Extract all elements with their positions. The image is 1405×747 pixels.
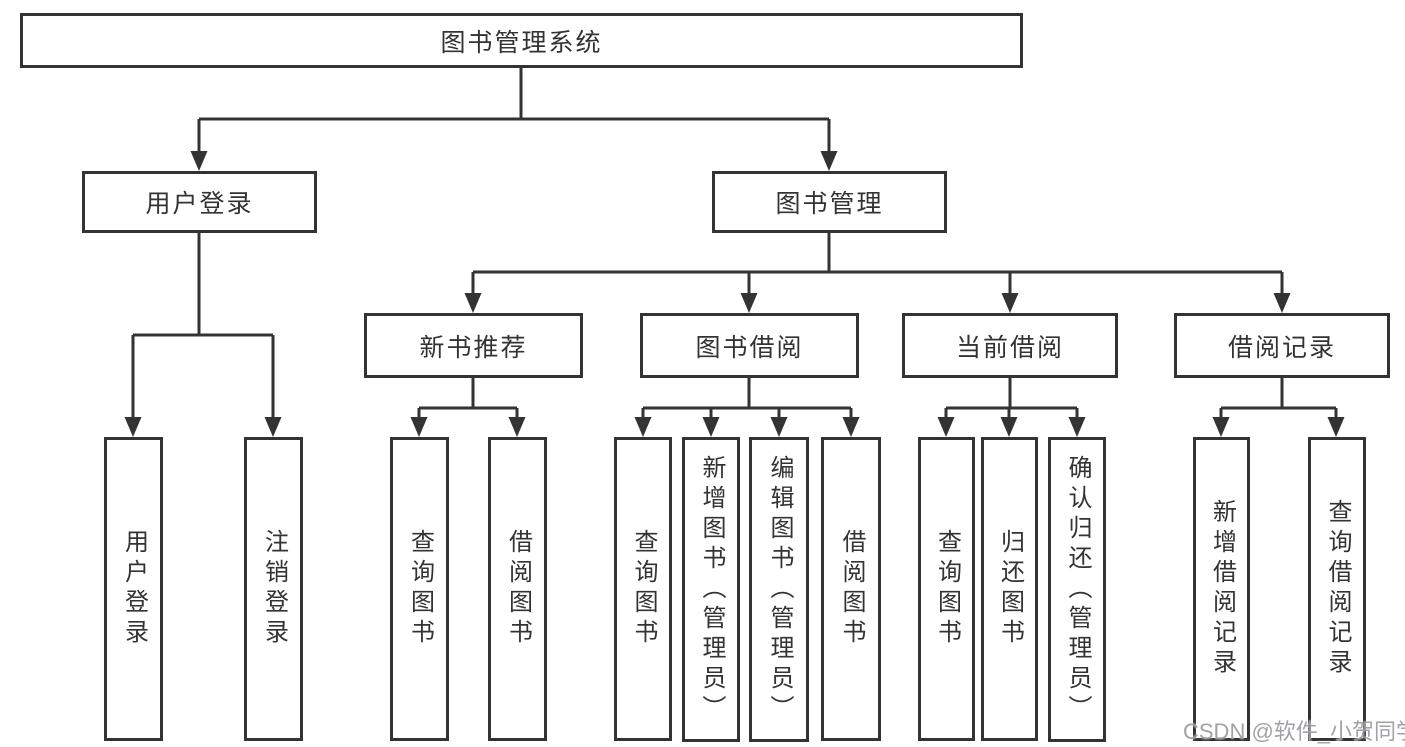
leaf-add-borrow-record: 新增借阅记录	[1193, 437, 1250, 741]
leaf-query-borrow-record-label: 查询借阅记录	[1324, 499, 1351, 679]
leaf-add-books-admin: 新增图书（管理员）	[682, 437, 740, 742]
node-user-login: 用户登录	[82, 171, 317, 233]
leaf-query-books-3-label: 查询图书	[933, 529, 961, 649]
leaf-borrow-books-2-label: 借阅图书	[838, 529, 865, 649]
leaf-borrow-books-1-label: 借阅图书	[504, 529, 532, 649]
leaf-add-books-admin-label: 新增图书（管理员）	[698, 454, 725, 725]
leaf-query-borrow-record: 查询借阅记录	[1308, 437, 1366, 741]
leaf-edit-books-admin: 编辑图书（管理员）	[749, 437, 809, 742]
leaf-query-books-3: 查询图书	[918, 437, 975, 741]
leaf-return-books-label: 归还图书	[996, 529, 1024, 649]
node-borrow-records: 借阅记录	[1174, 313, 1390, 378]
leaf-logout-label: 注销登录	[260, 529, 288, 649]
leaf-query-books-2-label: 查询图书	[630, 529, 657, 649]
node-new-book-recommend: 新书推荐	[364, 313, 583, 378]
leaf-confirm-return-admin: 确认归还（管理员）	[1048, 437, 1106, 742]
node-book-borrow: 图书借阅	[640, 313, 859, 378]
leaf-user-login-label: 用户登录	[120, 529, 148, 649]
leaf-query-books-2: 查询图书	[614, 437, 672, 741]
root-node-library-system: 图书管理系统	[20, 13, 1023, 68]
leaf-return-books: 归还图书	[981, 437, 1038, 741]
leaf-add-borrow-record-label: 新增借阅记录	[1208, 499, 1236, 679]
leaf-query-books-1-label: 查询图书	[406, 529, 434, 649]
leaf-confirm-return-admin-label: 确认归还（管理员）	[1064, 454, 1091, 725]
leaf-logout: 注销登录	[244, 437, 303, 741]
leaf-edit-books-admin-label: 编辑图书（管理员）	[766, 454, 793, 725]
leaf-borrow-books-1: 借阅图书	[488, 437, 547, 741]
leaf-borrow-books-2: 借阅图书	[821, 437, 881, 741]
node-current-borrow: 当前借阅	[902, 313, 1118, 378]
leaf-user-login: 用户登录	[104, 437, 163, 741]
csdn-watermark: CSDN @软件_小贺同学	[1183, 719, 1405, 744]
leaf-query-books-1: 查询图书	[390, 437, 449, 741]
node-book-management: 图书管理	[712, 171, 947, 233]
